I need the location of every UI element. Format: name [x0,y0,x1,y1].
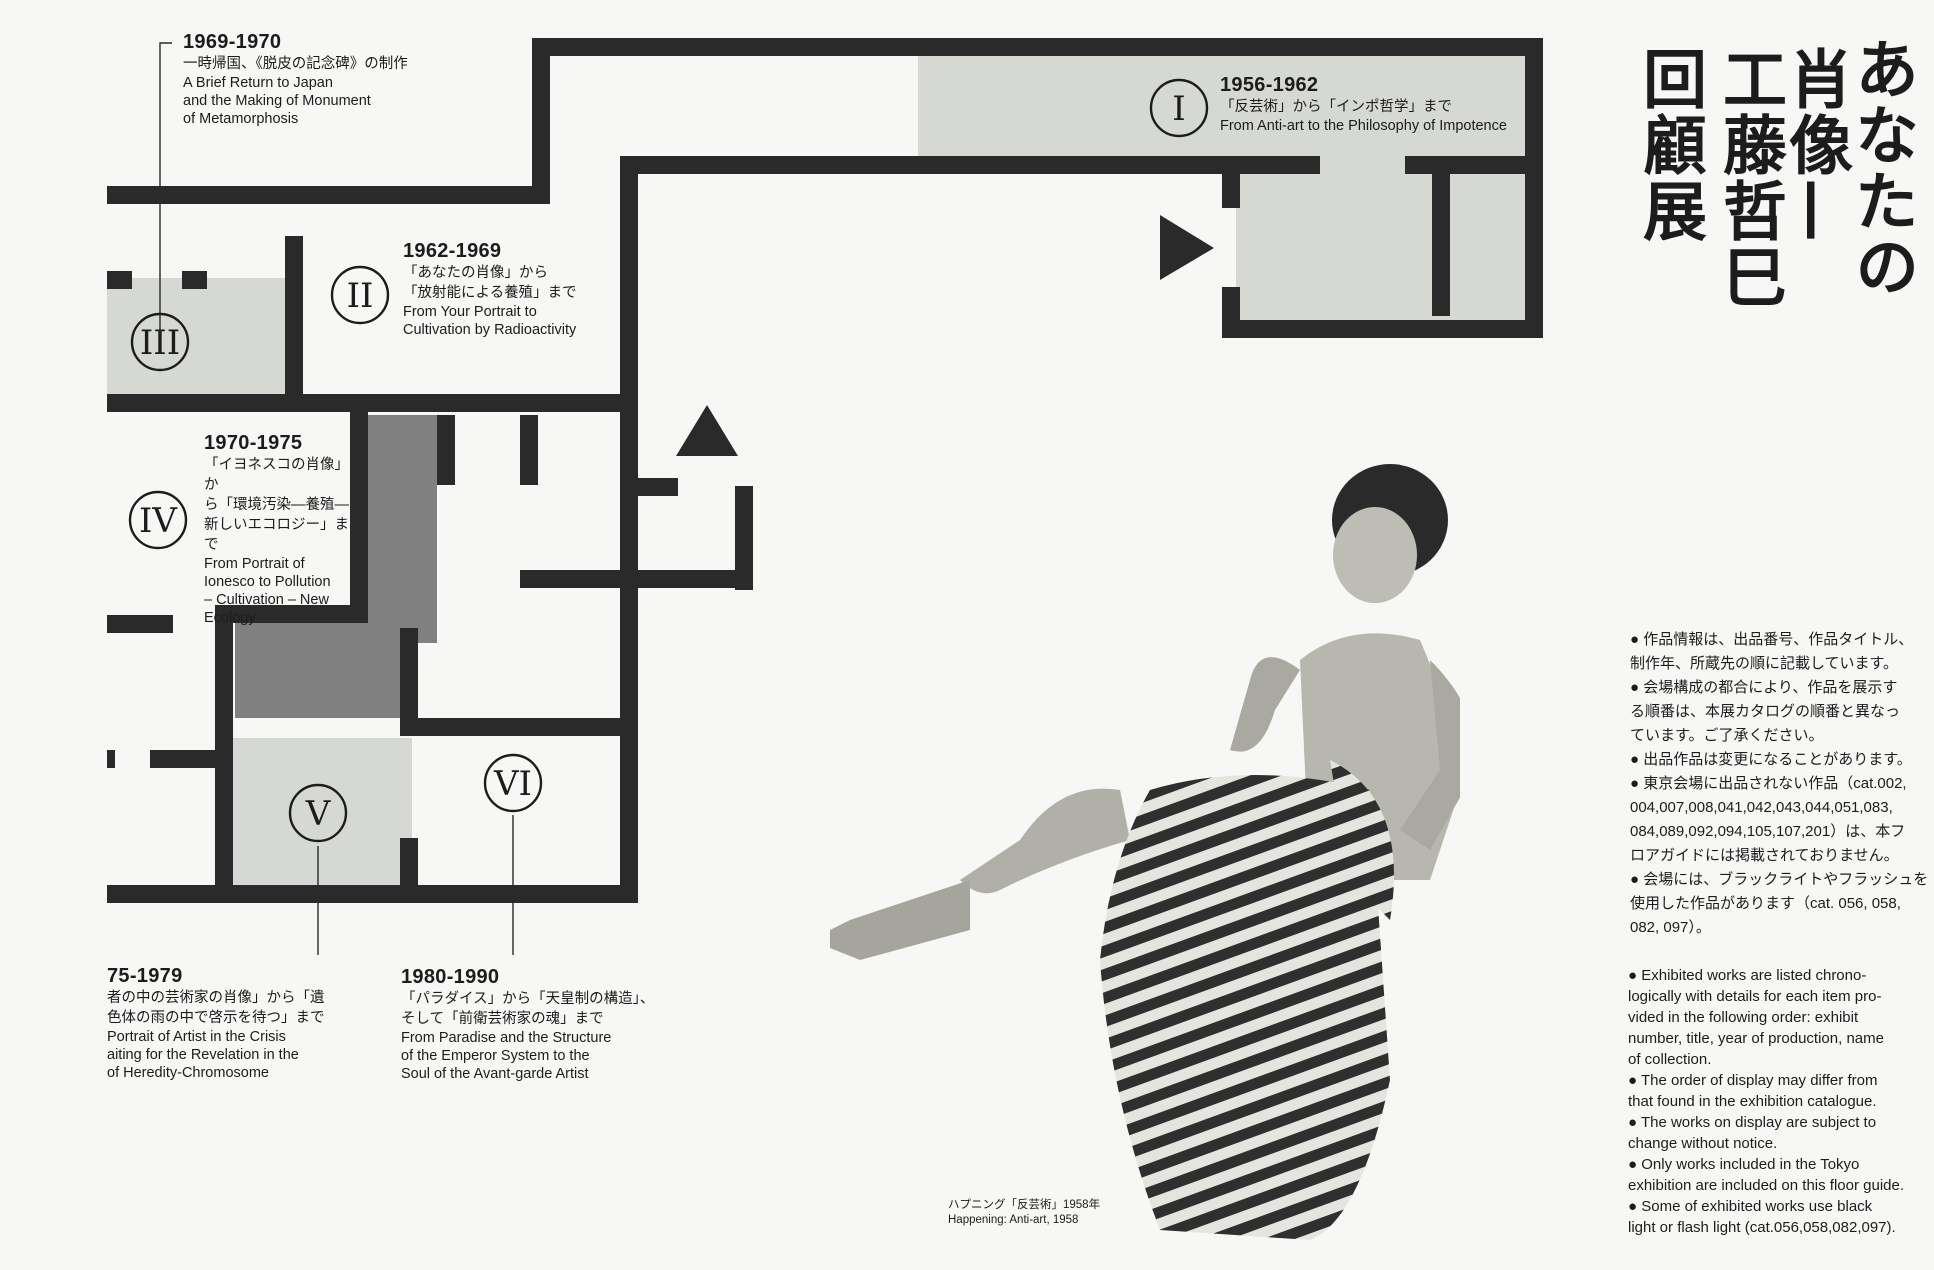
section-1-jp: 「反芸術」から「インポ哲学」まで [1220,99,1452,115]
section-4-label: 1970-1975 「イヨネスコの肖像」か ら「環境汚染—養殖— 新しいエコロジ… [204,432,354,627]
note-en-line: light or flash light (cat.056,058,082,09… [1628,1219,1896,1236]
section-5-label: 75-1979 者の中の芸術家の肖像」から「遺 色体の雨の中で啓示を待つ」まで … [107,965,347,1082]
note-en-line: ● Some of exhibited works use black [1628,1198,1873,1215]
section-4-years: 1970-1975 [204,432,303,454]
section-5-en-3: of Heredity-Chromosome [107,1065,269,1081]
section-4-en-1: From Portrait of [204,556,305,572]
section-6-jp-2: そして「前衛芸術家の魂」まで [401,1011,604,1027]
section-6-label: 1980-1990 「パラダイス」から「天皇制の構造」、 そして「前衛芸術家の魂… [401,966,661,1083]
note-jp-line: ● 会場には、ブラックライトやフラッシュを [1630,871,1929,888]
photo-caption-en: Happening: Anti-art, 1958 [948,1214,1079,1226]
note-jp-line: ● 会場構成の都合により、作品を展示す [1630,679,1898,696]
section-2-jp-2: 「放射能による養殖」まで [403,285,577,301]
happening-photo [830,464,1460,1240]
numeral-4: IV [139,501,178,541]
section-1-label: 1956-1962 「反芸術」から「インポ哲学」まで From Anti-art… [1220,74,1550,135]
section-6-en-1: From Paradise and the Structure [401,1030,612,1046]
note-jp-line: ● 出品作品は変更になることがあります。 [1630,751,1912,768]
note-en-line: ● Exhibited works are listed chrono- [1628,967,1867,984]
note-jp-line: 082, 097）。 [1630,919,1711,936]
section-2-years: 1962-1969 [403,240,502,262]
section-3-label: 1969-1970 一時帰国、《脱皮の記念碑》の制作 A Brief Retur… [183,31,453,128]
section-6-jp-1: 「パラダイス」から「天皇制の構造」、 [401,991,655,1007]
section-2-en-2: Cultivation by Radioactivity [403,322,577,338]
section-3-en-1: A Brief Return to Japan [183,75,333,91]
section-5-jp-1: 者の中の芸術家の肖像」から「遺 [107,990,325,1006]
section-5-en-1: Portrait of Artist in the Crisis [107,1029,286,1045]
note-en-line: exhibition are included on this floor gu… [1628,1177,1905,1194]
numeral-5: V [305,794,332,834]
numeral-6: VI [493,764,532,804]
section-5-years: 75-1979 [107,965,183,987]
numeral-3: III [140,323,180,363]
note-en-line: ● The works on display are subject to [1628,1114,1877,1131]
section-4-jp-3: 新しいエコロジー」まで [204,517,349,553]
circle-room-5 [288,783,348,843]
section-3-en-2: and the Making of Monument [183,93,371,109]
section-6-years: 1980-1990 [401,966,500,988]
section-4-en-2: Ionesco to Pollution [204,574,331,590]
section-4-en-3: – Cultivation – New [204,592,329,608]
note-jp-line: 使用した作品があります（cat. 056, 058, [1630,895,1901,912]
note-jp-line: ています。ご了承ください。 [1630,727,1824,744]
note-en-line: that found in the exhibition catalogue. [1628,1093,1877,1110]
room-4-dark [365,415,437,643]
note-en-line: number, title, year of production, name [1628,1030,1884,1047]
section-3-years: 1969-1970 [183,31,282,53]
numeral-2: II [347,276,374,316]
entrance-arrow-right [1160,215,1214,280]
room-1-shade-lower [1236,158,1536,326]
section-1-en: From Anti-art to the Philosophy of Impot… [1220,118,1507,134]
section-5-en-2: aiting for the Revelation in the [107,1047,299,1063]
note-en-line: vided in the following order: exhibit [1628,1009,1859,1026]
note-en-line: of collection. [1628,1051,1712,1068]
note-en-line: change without notice. [1628,1135,1778,1152]
note-jp-line: ● 作品情報は、出品番号、作品タイトル、 [1630,631,1914,648]
section-3-en-3: of Metamorphosis [183,111,299,127]
section-2-en-1: From Your Portrait to [403,304,537,320]
note-jp-line: ロアガイドには掲載されておりません。 [1630,847,1899,864]
section-6-en-2: of the Emperor System to the [401,1048,590,1064]
room-5-shade [222,738,412,886]
note-jp-line: 制作年、所蔵先の順に記載しています。 [1630,655,1899,672]
circle-room-4 [128,490,188,550]
note-jp-line: る順番は、本展カタログの順番と異なっ [1630,703,1901,720]
numeral-1: I [1172,89,1185,129]
title-line-3: 工藤哲巳 [1712,46,1786,310]
section-4-jp-1: 「イヨネスコの肖像」か [204,457,349,493]
section-1-years: 1956-1962 [1220,74,1319,96]
title-line-4: 回顧展 [1632,46,1706,244]
note-en-line: logically with details for each item pro… [1628,988,1882,1005]
section-4-en-4: Ecology [204,610,256,626]
title-line-1: あなたの [1844,36,1919,300]
section-2-jp-1: 「あなたの肖像」から [403,265,548,281]
notes-english: ● Exhibited works are listed chrono- log… [1628,965,1928,1238]
note-jp-line: 004,007,008,041,042,043,044,051,083, [1630,799,1893,816]
circle-room-6 [483,753,543,813]
note-en-line: ● Only works included in the Tokyo [1628,1156,1860,1173]
photo-caption: ハプニング「反芸術」1958年 Happening: Anti-art, 195… [948,1198,1148,1228]
section-3-jp: 一時帰国、《脱皮の記念碑》の制作 [183,56,408,72]
section-6-en-3: Soul of the Avant-garde Artist [401,1066,589,1082]
note-jp-line: 084,089,092,094,105,107,201）は、本フ [1630,823,1906,840]
note-jp-line: ● 東京会場に出品されない作品（cat.002, [1630,775,1907,792]
circle-room-1 [1149,78,1209,138]
room-1-shade [918,48,1540,158]
section-4-jp-2: ら「環境汚染—養殖— [204,497,349,513]
section-5-jp-2: 色体の雨の中で啓示を待つ」まで [107,1010,325,1026]
photo-caption-jp: ハプニング「反芸術」1958年 [948,1199,1101,1211]
room-3-shade [107,278,285,404]
exit-arrow-up [676,405,738,456]
room-4-dark-low [235,620,405,718]
title-line-2: 肖像— [1778,46,1853,244]
note-en-line: ● The order of display may differ from [1628,1072,1878,1089]
notes-japanese: ● 作品情報は、出品番号、作品タイトル、 制作年、所蔵先の順に記載しています。 … [1630,628,1930,940]
circle-room-2 [330,265,390,325]
section-2-label: 1962-1969 「あなたの肖像」から 「放射能による養殖」まで From Y… [403,240,663,339]
circle-room-3 [130,312,190,372]
